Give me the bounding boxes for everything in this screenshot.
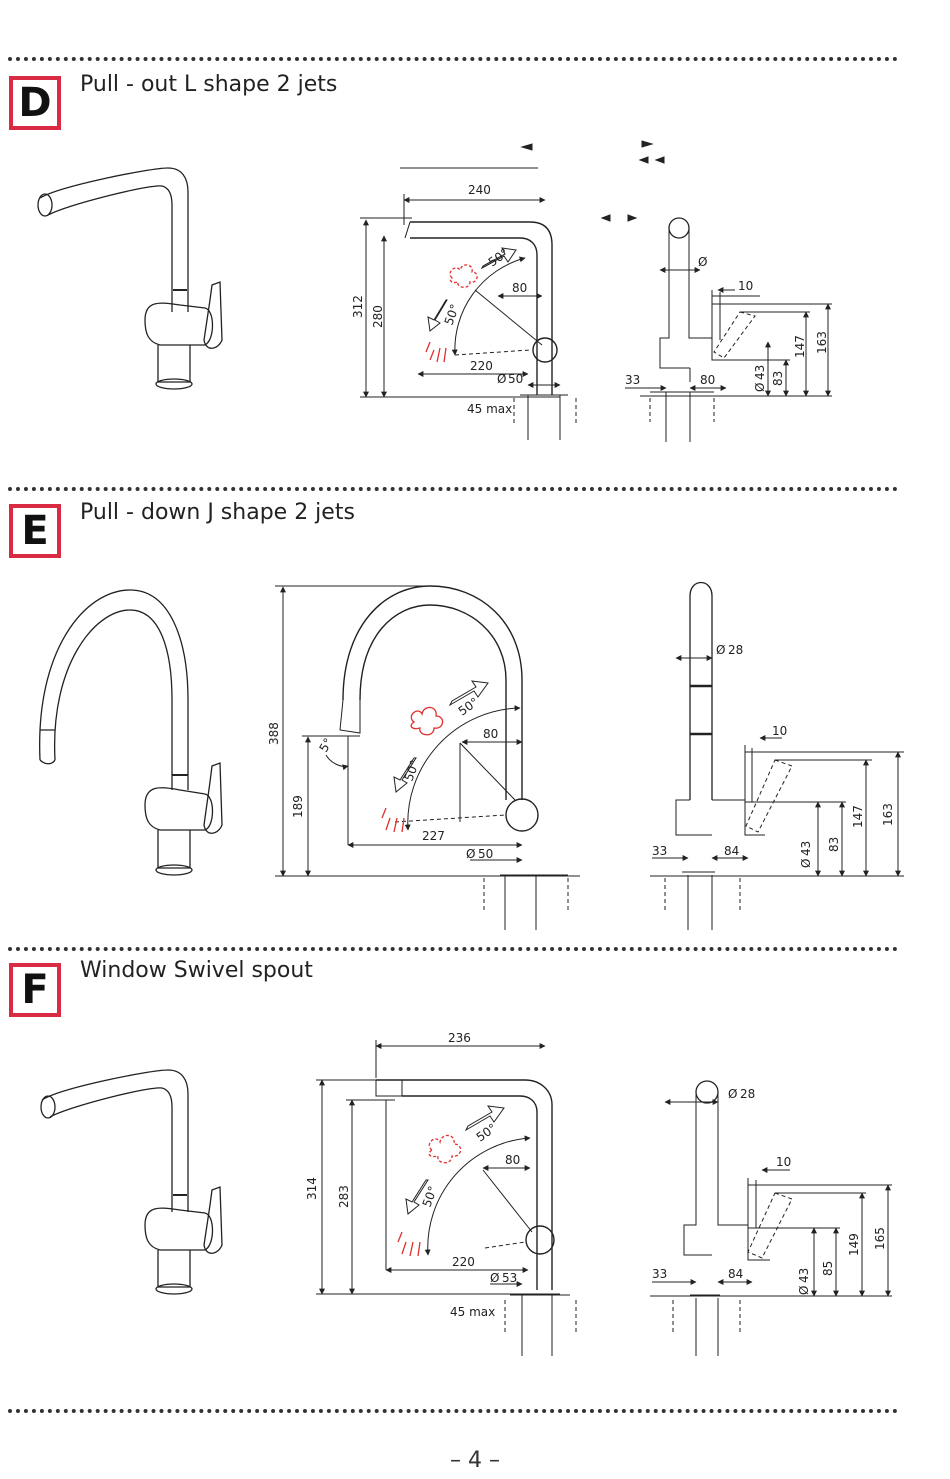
separator-top [8,57,898,61]
svg-text:50°: 50° [420,1184,440,1209]
svg-text:83: 83 [827,837,841,852]
svg-text:Ø: Ø [728,1087,737,1101]
svg-text:50°: 50° [442,302,462,327]
svg-text:10: 10 [738,279,753,293]
svg-text:50°: 50° [474,1121,499,1145]
svg-text:312: 312 [351,295,365,318]
section-f-letter: F [9,963,61,1017]
svg-text:80: 80 [512,281,527,295]
svg-text:163: 163 [815,331,829,354]
section-d-letter: D [9,76,61,130]
svg-text:283: 283 [337,1185,351,1208]
svg-text:Ø: Ø [698,255,707,269]
svg-text:10: 10 [776,1155,791,1169]
svg-text:147: 147 [851,805,865,828]
section-e-title: Pull - down J shape 2 jets [80,500,355,525]
svg-text:240: 240 [468,183,491,197]
svg-text:220: 220 [452,1255,475,1269]
svg-text:314: 314 [305,1177,319,1200]
svg-text:43: 43 [753,365,767,380]
svg-text:Ø: Ø [466,847,475,861]
section-e-side-labels: 388 189 5° 50° 50° 80 227 Ø 50 [267,695,498,861]
svg-text:80: 80 [483,727,498,741]
section-e-perspective [39,589,223,876]
svg-text:45 max: 45 max [450,1305,495,1319]
svg-text:Ø: Ø [799,859,813,868]
svg-text:Ø: Ø [497,372,506,386]
svg-text:280: 280 [371,305,385,328]
svg-text:53: 53 [502,1271,517,1285]
svg-text:45 max: 45 max [467,402,512,416]
section-f-side-labels: 236 314 283 50° 50° 80 220 Ø 53 45 max [305,1031,520,1319]
page-number: – 4 – [450,1448,500,1473]
svg-text:43: 43 [797,1268,811,1283]
svg-text:80: 80 [700,373,715,387]
section-d-spray-icons [425,264,478,363]
svg-text:50°: 50° [456,695,481,719]
svg-text:84: 84 [728,1267,743,1281]
section-f-side-view [316,1040,577,1356]
svg-text:50°: 50° [486,246,511,270]
svg-text:84: 84 [724,844,739,858]
svg-text:50: 50 [508,372,523,386]
svg-text:43: 43 [799,841,813,856]
section-d-title: Pull - out L shape 2 jets [80,72,338,97]
svg-text:50: 50 [478,847,493,861]
svg-text:83: 83 [771,371,785,386]
svg-text:Ø: Ø [490,1271,499,1285]
section-e-spray-icons [381,706,444,833]
svg-text:28: 28 [728,643,743,657]
separator-e-f [8,947,898,951]
svg-text:Ø: Ø [716,643,725,657]
svg-text:85: 85 [821,1261,835,1276]
svg-text:50°: 50° [402,758,422,783]
svg-text:80: 80 [505,1153,520,1167]
section-f-front-view [650,1080,892,1356]
section-e-side-view [275,585,580,930]
svg-text:33: 33 [652,1267,667,1281]
section-f-spray-icons [397,1134,462,1257]
section-f-perspective [40,1069,223,1295]
svg-text:Ø: Ø [753,383,767,392]
svg-text:220: 220 [470,359,493,373]
section-e-letter: E [9,504,61,558]
section-d-front-view [625,217,832,442]
svg-text:149: 149 [847,1233,861,1256]
svg-text:165: 165 [873,1227,887,1250]
section-e-front-view [650,581,904,930]
svg-text:388: 388 [267,722,281,745]
section-f-title: Window Swivel spout [80,958,313,983]
section-d-perspective [37,167,223,390]
svg-text:10: 10 [772,724,787,738]
section-d-side-view [360,140,665,440]
svg-text:Ø: Ø [797,1286,811,1295]
svg-text:147: 147 [793,335,807,358]
svg-text:189: 189 [291,795,305,818]
svg-text:28: 28 [740,1087,755,1101]
svg-text:33: 33 [652,844,667,858]
svg-text:5°: 5° [316,736,335,755]
section-f-front-labels: Ø 28 10 33 84 Ø 43 85 149 165 [652,1087,887,1295]
svg-text:163: 163 [881,803,895,826]
section-e-front-labels: Ø 28 10 33 84 Ø 43 83 147 163 [652,643,895,868]
svg-text:236: 236 [448,1031,471,1045]
separator-d-e [8,487,898,491]
section-d-front-labels: Ø 10 33 80 Ø 43 83 147 163 [625,255,829,392]
separator-bottom [8,1409,898,1413]
svg-text:33: 33 [625,373,640,387]
svg-text:227: 227 [422,829,445,843]
